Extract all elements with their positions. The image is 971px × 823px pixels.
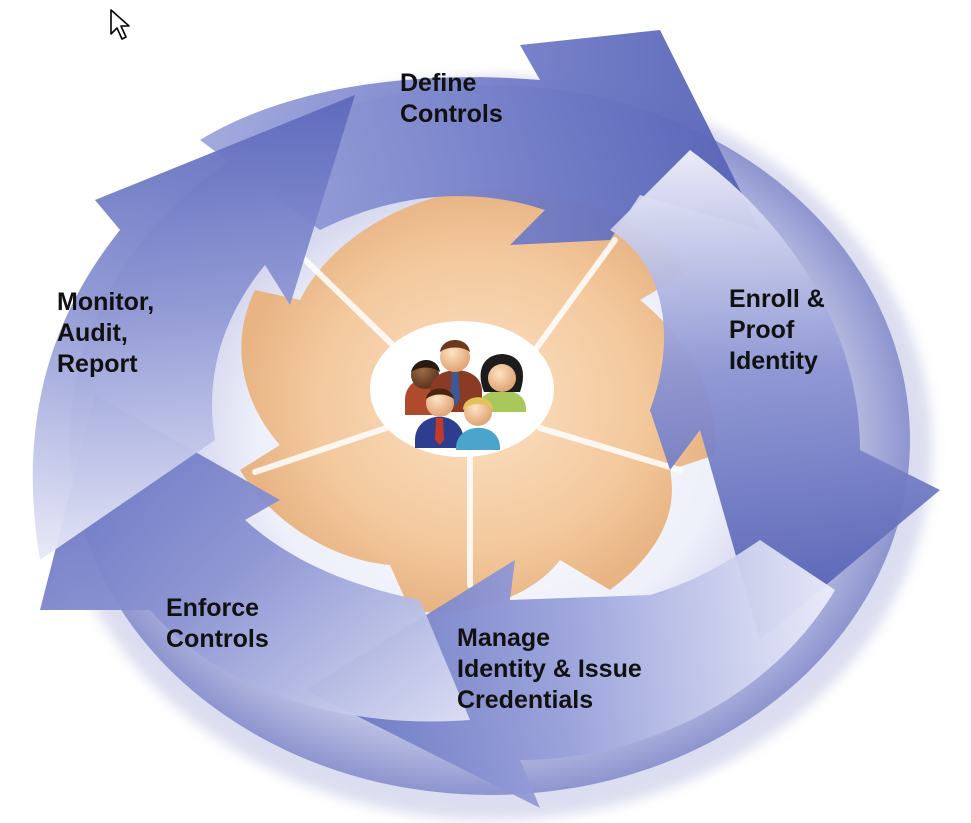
step-manage-line-1: Manage [457,624,551,652]
person-suit-icon [415,388,464,448]
step-enforce-line-2: Controls [166,625,269,653]
step-enroll-line-2: Proof [729,316,795,344]
step-manage-line-2: Identity & Issue [457,655,642,683]
step-enroll-line-1: Enroll & [729,285,825,313]
step-enforce-line-1: Enforce [166,594,260,622]
step-manage-identity-label: Manage Identity & Issue Credentials [457,623,642,716]
step-manage-line-3: Credentials [457,686,594,714]
step-define-line-2: Controls [400,100,503,128]
step-enforce-controls-label: Enforce Controls [166,593,269,655]
step-enroll-line-3: Identity [729,347,818,375]
arrow-monitor-audit [32,95,355,560]
step-monitor-line-2: Audit, [57,319,128,347]
step-monitor-audit-label: Monitor, Audit, Report [57,287,154,380]
arrow-manage-identity [305,540,835,808]
spokes [252,237,683,588]
step-enroll-identity-label: Enroll & Proof Identity [729,284,825,377]
step-define-controls-label: Define Controls [400,68,503,130]
mouse-pointer-icon [110,9,130,40]
step-monitor-line-1: Monitor, [57,288,155,316]
people-group-icon [405,340,526,450]
person-blonde-icon [456,397,500,450]
step-define-line-1: Define [400,69,477,97]
arrow-enroll-identity [610,150,940,640]
step-monitor-line-3: Report [57,350,138,378]
arrow-define-controls [200,30,760,245]
